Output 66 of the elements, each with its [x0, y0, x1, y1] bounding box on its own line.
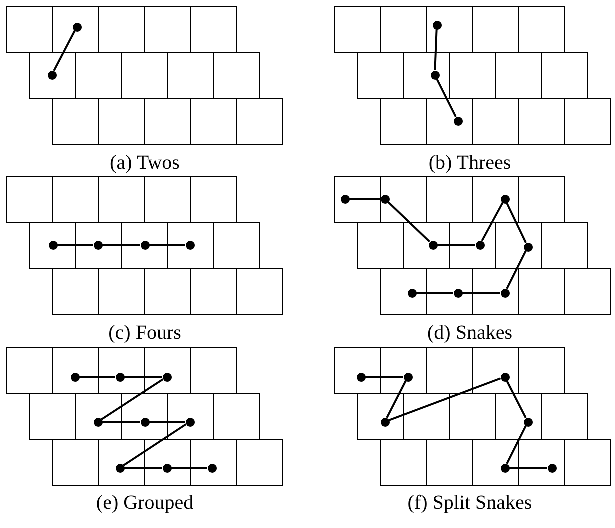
dot — [454, 116, 462, 126]
panel-caption: (e) Grouped — [96, 492, 194, 514]
dot — [116, 372, 124, 382]
dot — [48, 70, 56, 80]
connector-line — [150, 421, 186, 423]
dot — [380, 418, 390, 426]
connector-line — [101, 378, 164, 420]
connector-line — [416, 292, 454, 294]
connector-line — [506, 250, 527, 290]
connector-line — [150, 244, 186, 246]
dot — [186, 418, 194, 426]
dot — [524, 418, 532, 426]
connector-line — [510, 467, 548, 469]
panel-caption: (f) Split Snakes — [408, 492, 532, 514]
dot — [48, 240, 58, 250]
dot — [404, 372, 412, 382]
dot — [208, 464, 216, 472]
connector-line — [386, 380, 407, 418]
connector-line — [462, 292, 500, 294]
dot — [162, 372, 172, 382]
dot — [500, 194, 510, 204]
dot — [430, 70, 440, 80]
connector-line — [80, 376, 116, 378]
dot — [476, 240, 484, 250]
panel-caption: (b) Threes — [428, 152, 512, 174]
dot — [186, 240, 194, 250]
dot — [548, 464, 556, 472]
dot — [116, 464, 124, 472]
dot — [500, 288, 510, 298]
connector-line — [102, 421, 140, 423]
dot — [140, 418, 150, 426]
connector-line — [172, 467, 208, 469]
connector-line — [436, 78, 457, 118]
dot — [524, 242, 532, 252]
connector-line — [123, 424, 187, 466]
connector-line — [124, 467, 162, 469]
dot — [408, 288, 416, 298]
connector-line — [506, 380, 527, 418]
connector-line — [102, 244, 140, 246]
dot — [140, 240, 150, 250]
connector-line — [481, 202, 504, 242]
dot — [340, 194, 350, 204]
dot — [72, 22, 82, 32]
connector-line — [506, 426, 527, 464]
dot — [356, 372, 366, 382]
connector-line — [438, 244, 476, 246]
connector-line — [506, 202, 527, 244]
connector-line — [58, 244, 94, 246]
dot — [70, 372, 80, 382]
dot — [428, 240, 438, 250]
dot — [94, 418, 102, 426]
panel-caption: (a) Twos — [110, 152, 180, 174]
connector-line — [388, 201, 430, 243]
panel-caption: (d) Snakes — [428, 322, 512, 344]
dot — [500, 464, 510, 472]
dot — [500, 372, 510, 382]
connector-line — [350, 198, 380, 200]
connector-line — [124, 376, 162, 378]
connector-line — [366, 376, 404, 378]
dot — [94, 240, 102, 250]
panel-caption: (c) Fours — [108, 322, 182, 344]
connector-line — [388, 378, 502, 422]
dot — [162, 464, 172, 472]
connector-line — [434, 29, 438, 71]
dot — [432, 20, 442, 30]
dot — [454, 288, 462, 298]
